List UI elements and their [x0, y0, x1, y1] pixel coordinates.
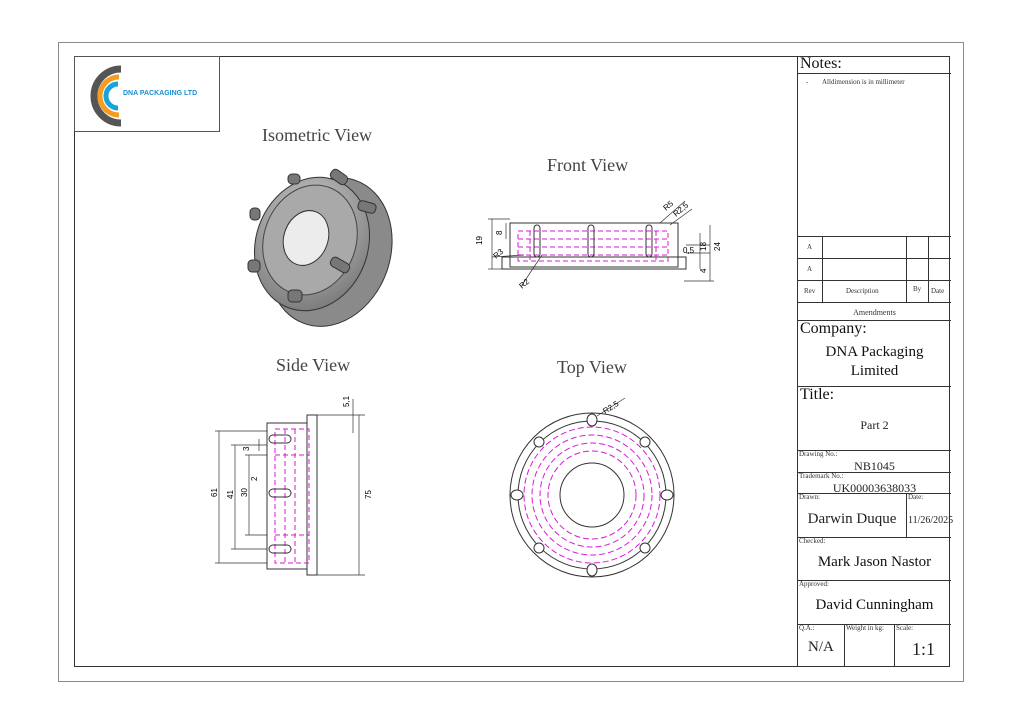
title-value: Part 2 — [860, 418, 889, 432]
iso-bore — [282, 210, 330, 266]
front-dim-r2: R2 — [518, 277, 532, 291]
front-view-title: Front View — [547, 155, 629, 175]
side-dim-61: 61 — [210, 488, 219, 497]
front-dim-8: 8 — [495, 230, 504, 235]
side-slots — [268, 434, 292, 554]
top-dim-leader — [596, 397, 626, 417]
date-value: 11/26/2025 — [908, 515, 954, 526]
front-dim-r3: R3 — [492, 247, 506, 261]
company-logo — [90, 65, 122, 127]
logo-text: DNA PACKAGING LTD — [123, 90, 198, 97]
front-hidden-lines — [517, 230, 669, 262]
top-dim-r25: R2,5 — [601, 399, 621, 416]
top-hidden-circles — [523, 426, 661, 564]
rev-header-rev: Rev — [804, 287, 816, 295]
checked-value: Mark Jason Nastor — [817, 554, 932, 570]
rev-header-date: Date — [931, 287, 945, 295]
front-dim-19: 19 — [475, 236, 484, 245]
amendments-label: Amendments — [853, 308, 896, 317]
front-slots — [533, 224, 653, 258]
notes-bullet: - — [806, 78, 809, 86]
date-label: Date: — [908, 493, 924, 501]
approved-value: David Cunningham — [815, 597, 934, 613]
drawing-frame — [74, 56, 950, 667]
company-label: Company: — [800, 320, 867, 337]
front-dim-24: 24 — [713, 242, 722, 251]
title-label: Title: — [800, 386, 835, 403]
side-dim-3: 3 — [242, 446, 251, 451]
rev-header-description: Description — [846, 287, 879, 295]
logo-inner-arc — [103, 81, 119, 111]
top-view-title: Top View — [557, 357, 627, 377]
front-dimension-lines — [488, 200, 714, 286]
iso-lug — [249, 207, 261, 221]
front-flange-outline — [501, 256, 687, 270]
rev-row-2: A — [807, 265, 813, 273]
qa-label: Q.A.: — [799, 624, 815, 632]
sheet-outer-border — [58, 42, 964, 682]
front-body-outline — [509, 222, 679, 268]
notes-text: Alldimension is in millimeter — [822, 78, 905, 86]
side-dim-30: 30 — [240, 488, 249, 497]
company-name-line2: Limited — [850, 363, 899, 379]
qa-value: N/A — [808, 639, 834, 655]
iso-lug — [329, 168, 349, 186]
checked-label: Checked: — [799, 537, 826, 545]
side-dim-41: 41 — [226, 490, 235, 499]
drawing-no-label: Drawing No.: — [799, 450, 838, 458]
company-name-line1: DNA Packaging — [825, 344, 924, 360]
side-view-title: Side View — [276, 355, 351, 375]
iso-lug — [329, 256, 351, 274]
iso-lug — [287, 289, 303, 303]
side-dim-75: 75 — [364, 490, 373, 499]
front-view: 19 8 R3 R2 R5 R2,5 0,5 18 24 4 — [475, 199, 722, 291]
trademark-no-label: Trademark No.: — [799, 472, 844, 480]
logo-outer-arc — [90, 65, 122, 127]
top-bore-circle — [559, 462, 625, 528]
drawn-label: Drawn: — [799, 493, 820, 501]
front-dim-05: 0,5 — [683, 246, 695, 255]
side-body-outline — [266, 422, 308, 570]
side-hidden-lines — [274, 428, 310, 564]
rev-header-by: By — [913, 285, 922, 293]
side-view: 61 41 30 2 3 75 5,1 — [210, 395, 373, 576]
front-dim-4: 4 — [699, 268, 708, 273]
approved-label: Approved: — [799, 580, 829, 588]
weight-label: Weight in kg: — [846, 624, 884, 632]
front-dim-r25: R2,5 — [672, 200, 691, 218]
iso-lug — [247, 259, 261, 273]
notes-title: Notes: — [800, 55, 842, 72]
scale-label: Scale: — [896, 624, 914, 632]
logo-mid-arc — [97, 74, 120, 118]
title-block: Notes: - Alldimension is in millimeter A… — [797, 55, 954, 667]
rev-row-1: A — [807, 243, 813, 251]
iso-lug — [287, 173, 301, 185]
top-view: R2,5 — [509, 397, 675, 578]
iso-lug — [357, 200, 377, 214]
top-lugs — [510, 413, 674, 577]
side-dimension-lines — [215, 399, 365, 576]
isometric-view-title: Isometric View — [262, 125, 373, 145]
scale-value: 1:1 — [912, 639, 936, 659]
drawing-no-value: NB1045 — [854, 459, 895, 473]
isometric-view — [247, 168, 393, 327]
drawn-value: Darwin Duque — [807, 511, 897, 527]
trademark-no-value: UK00003638033 — [832, 481, 917, 495]
side-dim-2: 2 — [250, 476, 259, 481]
front-dim-18: 18 — [699, 242, 708, 251]
top-flange-circle — [509, 412, 675, 578]
side-dim-51: 5,1 — [342, 395, 351, 407]
company-logo-box: DNA PACKAGING LTD — [74, 56, 220, 132]
